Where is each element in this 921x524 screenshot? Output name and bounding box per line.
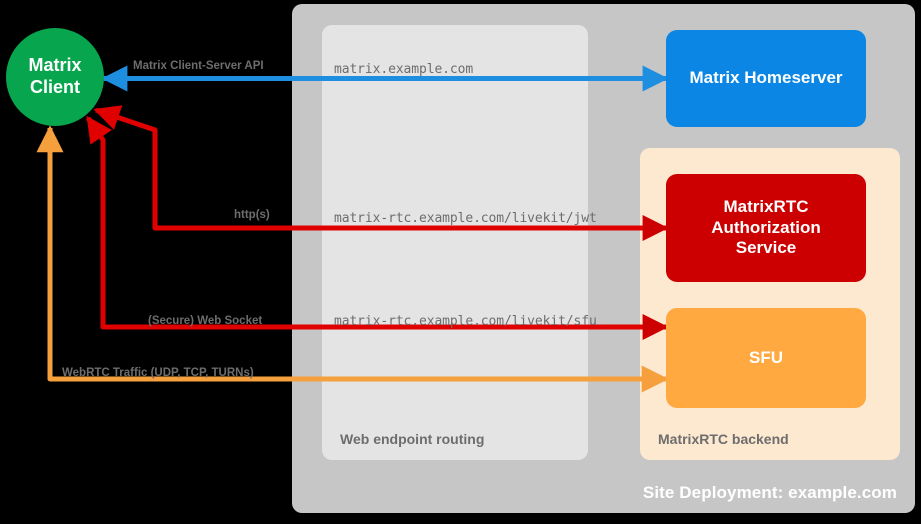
node-matrix-client[interactable]: Matrix Client <box>6 28 104 126</box>
matrix-client-label-line1: Matrix <box>28 55 82 76</box>
node-matrix-homeserver[interactable]: Matrix Homeserver <box>666 30 866 127</box>
matrix-homeserver-label: Matrix Homeserver <box>689 68 843 88</box>
edge-label-https: http(s) <box>234 209 270 221</box>
endpoint-label-matrix-example-com: matrix.example.com <box>334 62 474 77</box>
matrixrtc-backend-label: MatrixRTC backend <box>658 431 789 447</box>
endpoint-label-livekit-sfu: matrix-rtc.example.com/livekit/sfu <box>334 314 597 329</box>
edge-label-matrix-client-server-api: Matrix Client-Server API <box>133 60 264 72</box>
endpoint-label-livekit-jwt: matrix-rtc.example.com/livekit/jwt <box>334 211 597 226</box>
edge-label-secure-web-socket: (Secure) Web Socket <box>148 315 263 327</box>
site-deployment-label: Site Deployment: example.com <box>642 483 897 502</box>
auth-service-label-line2: Authorization <box>711 217 821 237</box>
node-matrixrtc-authorization-service[interactable]: MatrixRTC Authorization Service <box>666 174 866 282</box>
edge-label-webrtc-traffic: WebRTC Traffic (UDP, TCP, TURNs) <box>62 367 254 379</box>
web-endpoint-routing-label: Web endpoint routing <box>340 431 485 447</box>
sfu-label: SFU <box>749 347 783 367</box>
edge-webrtc-traffic <box>36 125 669 393</box>
auth-service-label-line1: MatrixRTC <box>723 196 809 216</box>
matrix-client-label-line2: Client <box>29 77 80 97</box>
node-sfu[interactable]: SFU <box>666 308 866 408</box>
auth-service-label-line3: Service <box>735 238 797 258</box>
